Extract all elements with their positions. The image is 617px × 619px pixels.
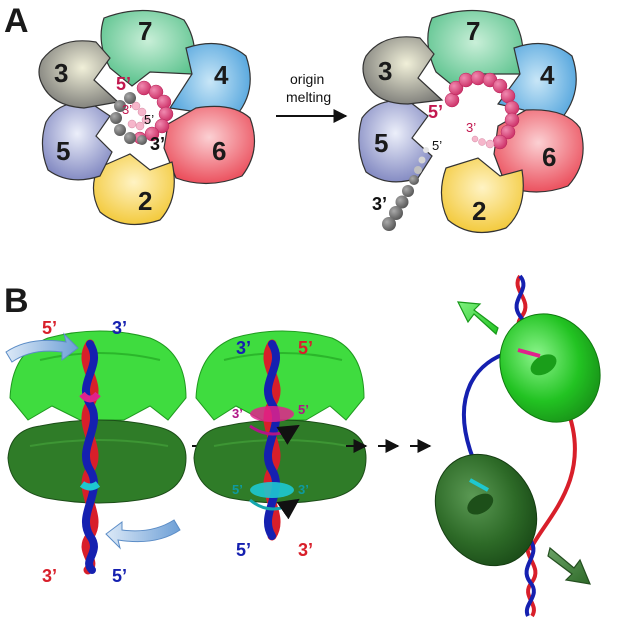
label-5prime-black-left: 5’: [144, 112, 154, 127]
label-3prime-black-right: 3’: [372, 194, 387, 214]
subunit-3-right: [362, 36, 444, 105]
label-top-left: 5’: [42, 318, 57, 338]
label-3prime-black-left: 3’: [150, 134, 165, 154]
subunit-2-label-left: 2: [138, 186, 152, 216]
label-3prime-pink-right: 3’: [466, 120, 476, 135]
origin-melting-arrow: origin melting: [276, 71, 348, 123]
label-3prime-pink-left: 3’: [122, 102, 132, 117]
label-5prime-red-right: 5’: [428, 102, 443, 122]
label-bottom-left: 3’: [42, 566, 57, 586]
subunit-4-label-left: 4: [214, 60, 229, 90]
subunit-2-label-right: 2: [472, 196, 486, 226]
label-5prime-red-left: 5’: [116, 74, 131, 94]
origin-melting-label-line1: origin: [290, 71, 324, 87]
mcm-double-hexamer-middle: 3’ 5’ 3’ 5’ 5’ 3’ 5’ 3’: [193, 330, 367, 560]
hexamer-closed: 7 4 6 2 5 3 5’ 3’ 5’ 3’: [38, 9, 256, 226]
movement-arrow-up: [456, 301, 499, 336]
subunit-6-label-right: 6: [542, 142, 556, 172]
subunit-6-left: [163, 105, 256, 185]
subunit-2-right: [440, 157, 524, 234]
helix-blue-left: [81, 340, 99, 574]
label-top-right-middle: 5’: [298, 338, 313, 358]
mcm-double-hexamer-left: 5’ 3’ 3’ 5’: [5, 318, 187, 586]
label-bottom-right: 5’: [112, 566, 127, 586]
label-5prime-black-right: 5’: [432, 138, 442, 153]
subunit-3-label-left: 3: [54, 58, 68, 88]
subunit-3-label-right: 3: [378, 56, 392, 86]
subunit-7-label-right: 7: [466, 16, 480, 46]
helicase-dark-torus: [434, 453, 538, 567]
label-top-right: 3’: [112, 318, 127, 338]
subunit-5-label-left: 5: [56, 136, 70, 166]
helix-blue-middle: [263, 340, 281, 540]
origin-melting-label-line2: melting: [286, 89, 331, 105]
dna-red-beads-left: [133, 80, 174, 145]
subunit-2-left: [92, 153, 175, 226]
panel-a-letter: A: [4, 2, 29, 40]
label-bottom-right-middle: 3’: [298, 540, 313, 560]
helicase-light-torus: [499, 313, 601, 423]
subunit-5-right: [358, 100, 433, 183]
dna-red-beads-right: [444, 70, 520, 150]
label-cyan-right: 3’: [298, 482, 309, 497]
subunit-5-label-right: 5: [374, 128, 388, 158]
label-bottom-left-middle: 5’: [236, 540, 251, 560]
subunit-3-left: [38, 40, 120, 109]
top-ring-middle: [195, 330, 365, 421]
label-magenta-left: 3’: [232, 406, 243, 421]
separated-helicases: [434, 274, 601, 618]
movement-arrow-down: [547, 546, 591, 585]
subunit-5-left: [41, 102, 113, 181]
label-cyan-left: 5’: [232, 482, 243, 497]
subunit-7-label-left: 7: [138, 16, 152, 46]
dna-pink-beads-left: [127, 101, 151, 131]
label-top-left-middle: 3’: [236, 338, 251, 358]
hexamer-open: 7 4 6 2 5 3 5’ 3’ 5’ 3’: [358, 9, 584, 234]
rotation-arrow-top: [5, 332, 79, 363]
dna-grey-beads-left: [110, 92, 147, 145]
dna-grey-tail-right: [382, 147, 429, 231]
subunit-4-label-right: 4: [540, 60, 555, 90]
label-magenta-right: 5’: [298, 402, 309, 417]
rotation-arrow-bottom: [105, 519, 181, 550]
subunit-6-label-left: 6: [212, 136, 226, 166]
panel-b-letter: B: [4, 282, 29, 320]
dna-pink-tail-right: [471, 135, 495, 149]
